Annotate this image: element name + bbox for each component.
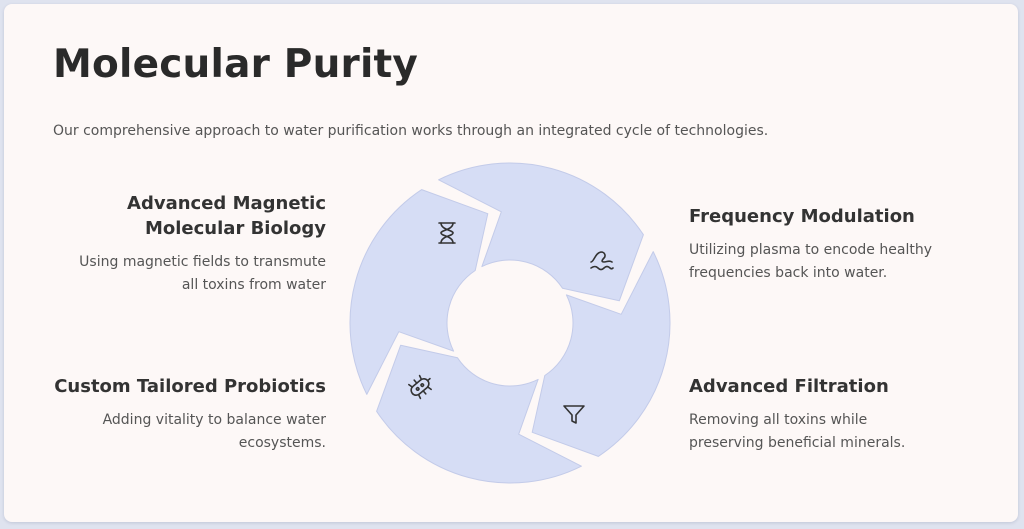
step-title-line: Advanced Magnetic — [127, 193, 326, 214]
step-frequency-modulation: Frequency Modulation Utilizing plasma to… — [689, 204, 979, 285]
step-title-line: Molecular Biology — [144, 218, 326, 239]
step-description: Adding vitality to balance water ecosyst… — [36, 409, 326, 455]
step-title-line: Frequency Modulation — [689, 206, 915, 227]
step-title-line: Custom Tailored Probiotics — [54, 376, 326, 397]
step-description: Using magnetic fields to transmute all t… — [36, 251, 326, 297]
step-description-line: frequencies back into water. — [689, 265, 888, 281]
step-title-line: Advanced Filtration — [689, 376, 889, 397]
step-magnetic-biology: Advanced Magnetic Molecular Biology Usin… — [36, 191, 326, 297]
wave-icon — [590, 251, 614, 271]
step-description: Utilizing plasma to encode healthy frequ… — [689, 239, 979, 285]
step-description-line: Utilizing plasma to encode healthy — [689, 242, 932, 258]
cycle-segments — [349, 162, 671, 484]
segment-magnetic-biology — [438, 162, 644, 302]
step-description-line: Adding vitality to balance water — [102, 412, 326, 428]
step-description-line: preserving beneficial minerals. — [689, 435, 906, 451]
step-description: Removing all toxins while preserving ben… — [689, 409, 979, 455]
page-subtitle: Our comprehensive approach to water puri… — [53, 123, 769, 139]
bacteria-icon — [408, 374, 432, 400]
hourglass-icon — [438, 222, 456, 244]
step-description-line: Using magnetic fields to transmute — [79, 254, 326, 270]
step-description-line: all toxins from water — [181, 277, 326, 293]
step-title: Advanced Magnetic Molecular Biology — [36, 191, 326, 241]
filter-icon — [563, 405, 585, 424]
step-title: Advanced Filtration — [689, 374, 979, 399]
segment-custom-probiotics — [349, 189, 489, 395]
step-custom-probiotics: Custom Tailored Probiotics Adding vitali… — [36, 374, 326, 455]
page-title: Molecular Purity — [53, 42, 419, 87]
step-title: Frequency Modulation — [689, 204, 979, 229]
step-description-line: ecosystems. — [238, 435, 326, 451]
step-title: Custom Tailored Probiotics — [36, 374, 326, 399]
step-advanced-filtration: Advanced Filtration Removing all toxins … — [689, 374, 979, 455]
step-description-line: Removing all toxins while — [689, 412, 868, 428]
